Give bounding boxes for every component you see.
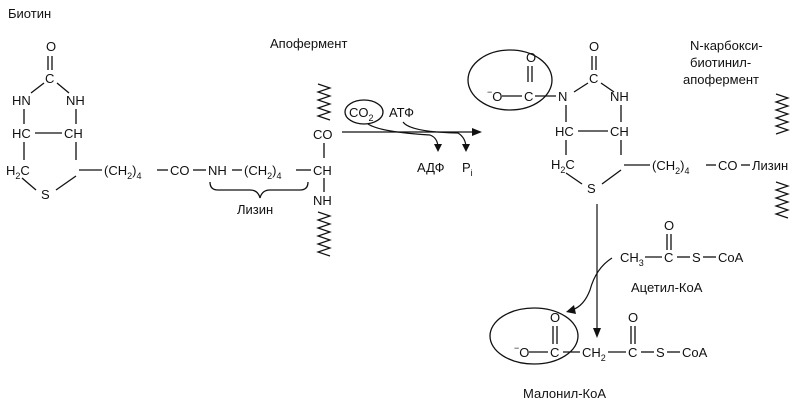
ring2-carbonyl-o: O — [589, 39, 599, 54]
atp-curve — [402, 121, 467, 149]
adp: АДФ — [417, 160, 445, 175]
ring2-ch: CH — [610, 124, 629, 139]
ring-hc: HC — [12, 126, 31, 141]
protein-zigzag-right-bottom — [774, 181, 790, 219]
bond-c-hn — [30, 82, 45, 94]
protein-zigzag-top — [316, 83, 332, 121]
acetyl-c: C — [664, 250, 673, 265]
reaction-arrow-group: CO2 АТФ АДФ Pi — [342, 99, 482, 178]
malonyl-c2: C — [628, 345, 637, 360]
acetyl-curve — [571, 257, 613, 311]
chain-co: CO — [170, 163, 190, 178]
label-n-carboxy-1: N-карбокси- — [690, 38, 763, 53]
bond-c-s — [55, 175, 77, 191]
ring2-c-n-right — [600, 82, 615, 93]
malonyl-coa-text: CoA — [682, 345, 708, 360]
malonyl-coa: −O C O CH2 C O S CoA Малонил-КоА — [489, 307, 708, 401]
pi: Pi — [462, 160, 473, 178]
acetyl-curve-head — [566, 305, 576, 314]
carboxyl-o-minus: −O — [487, 87, 502, 104]
carboxybiotin-right: O −O C O C N NH HC CH H2C S (CH2)4 CO Ли… — [467, 38, 790, 219]
label-n-carboxy-3: апофермент — [683, 72, 759, 87]
ring2-co: CO — [718, 158, 738, 173]
acetyl-s: S — [692, 250, 701, 265]
chain-nh: NH — [208, 163, 227, 178]
ring2-carbonyl-c: C — [589, 71, 598, 86]
lysine-nh: NH — [313, 193, 332, 208]
acetyl-coa: CoA — [718, 250, 744, 265]
ring2-h2c-s — [565, 172, 583, 185]
ring2-lysine: Лизин — [752, 158, 788, 173]
bond-c-nh — [56, 82, 70, 94]
malonyl-ch2: CH2 — [582, 345, 606, 363]
main-arrow-head — [472, 128, 482, 136]
adp-arrow-head — [434, 144, 442, 152]
carboxyl-c: C — [524, 89, 533, 104]
ring2-n-left: N — [558, 89, 567, 104]
malonyl-o-minus: −O — [514, 343, 529, 360]
chain-ch2-4: (CH2)4 — [104, 163, 141, 181]
ring-carbonyl-o: O — [46, 39, 56, 54]
carboxyl-circle-top — [467, 49, 553, 111]
ring-h2c: H2C — [6, 163, 30, 181]
ring2-nh: NH — [610, 89, 629, 104]
biotin-ring-left: O C HN NH HC CH H2C S — [6, 39, 102, 202]
pi-arrow-head — [462, 144, 470, 152]
atp: АТФ — [389, 105, 414, 120]
co2-curve — [367, 123, 439, 149]
malonyl-s: S — [656, 345, 665, 360]
malonyl-o-top1: O — [550, 310, 560, 325]
lysine-brace — [209, 181, 309, 199]
label-apoenzyme: Апофермент — [270, 36, 347, 51]
ring-s: S — [41, 187, 50, 202]
acetyl-ch3: CH3 — [620, 250, 644, 268]
label-acetyl-coa: Ацетил-КоА — [631, 280, 703, 295]
label-n-carboxy-2: биотинил- — [690, 55, 751, 70]
ring-nh: NH — [66, 93, 85, 108]
acetyl-o: O — [664, 218, 674, 233]
side-chain-left: (CH2)4 CO NH (CH2)4 Лизин — [104, 163, 311, 217]
lysine-co: CO — [313, 127, 333, 142]
apoenzyme-left: Апофермент CO CH NH — [270, 36, 347, 257]
ring-carbonyl-c: C — [45, 71, 54, 86]
label-biotin: Биотин — [8, 6, 51, 21]
lysine-ch2-4: (CH2)4 — [244, 163, 281, 181]
protein-zigzag-right-top — [774, 93, 790, 135]
malonyl-c1: C — [550, 345, 559, 360]
lysine-ch: CH — [313, 163, 332, 178]
ring-hn: HN — [12, 93, 31, 108]
protein-zigzag-bottom — [316, 211, 332, 257]
ring2-c-n-left — [573, 82, 589, 93]
bond-h2c-s — [21, 177, 37, 191]
label-malonyl-coa: Малонил-КоА — [523, 386, 606, 401]
vertical-arrow-head — [593, 328, 601, 338]
ring2-s: S — [587, 181, 596, 196]
malonyl-o-top2: O — [628, 310, 638, 325]
ring2-h2c: H2C — [551, 157, 575, 175]
ring2-c-s — [601, 169, 622, 185]
co2-circle — [344, 99, 384, 125]
ring2-chain: (CH2)4 — [652, 158, 689, 176]
co2: CO2 — [349, 105, 374, 123]
transfer-arrow-group: CH3 C O S CoA Ацетил-КоА — [566, 204, 744, 338]
ring2-hc: HC — [555, 124, 574, 139]
label-lysine-brace: Лизин — [237, 202, 273, 217]
carboxyl-circle-bottom — [489, 307, 579, 365]
carboxyl-o-top: O — [526, 50, 536, 65]
ring-ch: CH — [64, 126, 83, 141]
